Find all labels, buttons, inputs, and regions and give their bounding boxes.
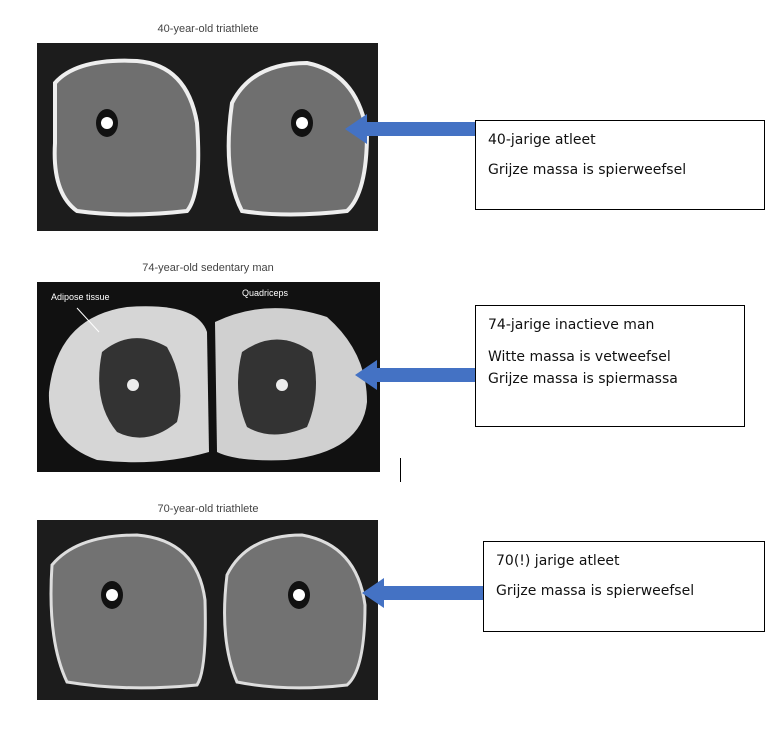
mri-scan-40-year-old <box>37 43 378 231</box>
arrow-icon <box>355 360 477 390</box>
arrow-icon <box>362 578 485 608</box>
note-box-40-year-old: 40-jarige atleet Grijze massa is spierwe… <box>475 120 765 210</box>
note-line: Grijze massa is spierweefsel <box>496 583 695 599</box>
note-line: Grijze massa is spiermassa <box>488 371 678 387</box>
caption-74-year-old: 74-year-old sedentary man <box>142 262 274 274</box>
label-quadriceps: Quadriceps <box>242 288 289 298</box>
caption-40-year-old: 40-year-old triathlete <box>157 23 259 35</box>
mri-scan-74-year-old: Adipose tissue Quadriceps <box>37 282 380 472</box>
arrow-icon <box>345 114 477 144</box>
note-line: Witte massa is vetweefsel <box>488 349 671 365</box>
note-box-74-year-old: 74-jarige inactieve man Witte massa is v… <box>475 305 745 427</box>
note-title: 40-jarige atleet <box>488 132 596 148</box>
note-line: Grijze massa is spierweefsel <box>488 162 687 178</box>
label-adipose-tissue: Adipose tissue <box>51 292 110 302</box>
note-title: 74-jarige inactieve man <box>488 317 655 333</box>
mri-scan-70-year-old <box>37 520 378 700</box>
caption-70-year-old: 70-year-old triathlete <box>157 503 259 515</box>
note-title: 70(!) jarige atleet <box>496 553 620 569</box>
note-box-70-year-old: 70(!) jarige atleet Grijze massa is spie… <box>483 541 765 632</box>
text-cursor <box>400 458 401 482</box>
